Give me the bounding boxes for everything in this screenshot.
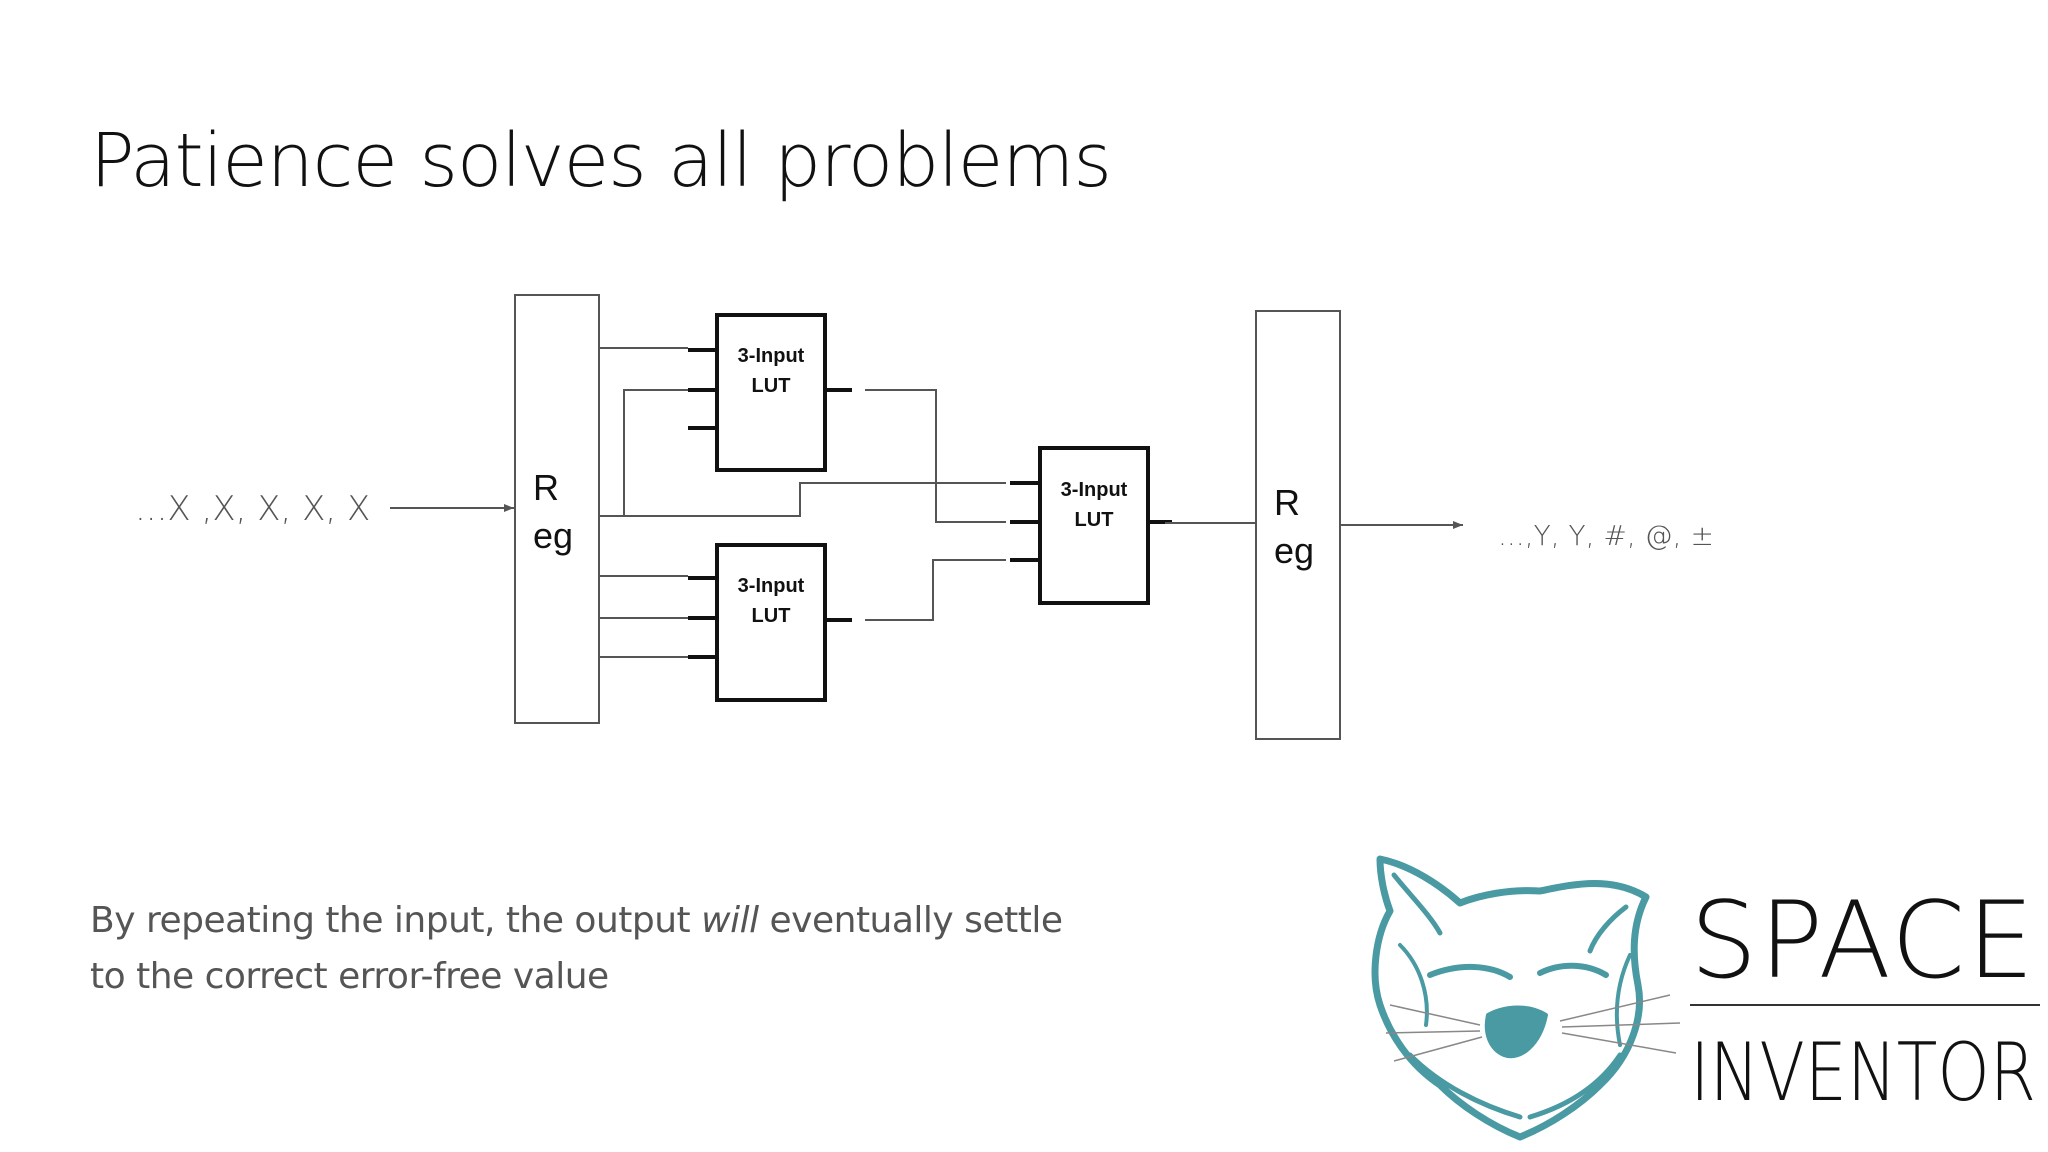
lut-b-label-2: LUT xyxy=(752,605,791,627)
input-register-label-r: R xyxy=(533,467,559,508)
lut-c-label-2: LUT xyxy=(1075,509,1114,531)
wire-register-to-lut-c xyxy=(599,482,1006,517)
lut-b: 3-Input LUT xyxy=(688,543,852,702)
lut-a: 3-Input LUT xyxy=(688,313,852,472)
logo-brand-line-2: INVENTOR xyxy=(1690,1026,2036,1119)
footnote-part-2: eventually settle xyxy=(758,900,1063,941)
space-inventor-logo: SPACE INVENTOR xyxy=(1371,855,2040,1141)
slide-footnote: By repeating the input, the output will … xyxy=(90,893,1063,1005)
footnote-part-1: By repeating the input, the output xyxy=(90,900,702,941)
lut-b-label-1: 3-Input xyxy=(738,575,805,597)
lynx-head-icon xyxy=(1371,855,1650,1141)
output-register-label-eg: eg xyxy=(1274,530,1314,571)
footnote-line-2: to the correct error-free value xyxy=(90,956,609,997)
footnote-emphasis: will xyxy=(701,900,759,941)
output-register: R eg xyxy=(1255,310,1341,740)
lut-a-label-2: LUT xyxy=(752,375,791,397)
lut-a-label-1: 3-Input xyxy=(738,345,805,367)
input-register-label-eg: eg xyxy=(533,515,573,556)
output-stream-label: ...,Y, Y, #, @, ± xyxy=(1498,519,1714,552)
slide-title: Patience solves all problems xyxy=(90,118,1112,204)
whiskers xyxy=(1385,994,1681,1062)
output-register-label-r: R xyxy=(1274,482,1300,523)
wires-to-lut-c xyxy=(865,389,1006,621)
wires-register-to-lut-b xyxy=(599,575,688,658)
footnote-line-1: By repeating the input, the output will … xyxy=(90,893,1063,949)
input-stream-label: ...X ,X, X, X, X xyxy=(135,489,370,529)
logo-brand-line-1: SPACE xyxy=(1690,879,2036,1002)
wires-register-to-lut-a xyxy=(599,347,688,516)
input-register: R eg xyxy=(514,294,600,724)
lut-c-label-1: 3-Input xyxy=(1061,479,1128,501)
lut-c: 3-Input LUT xyxy=(1010,446,1172,605)
